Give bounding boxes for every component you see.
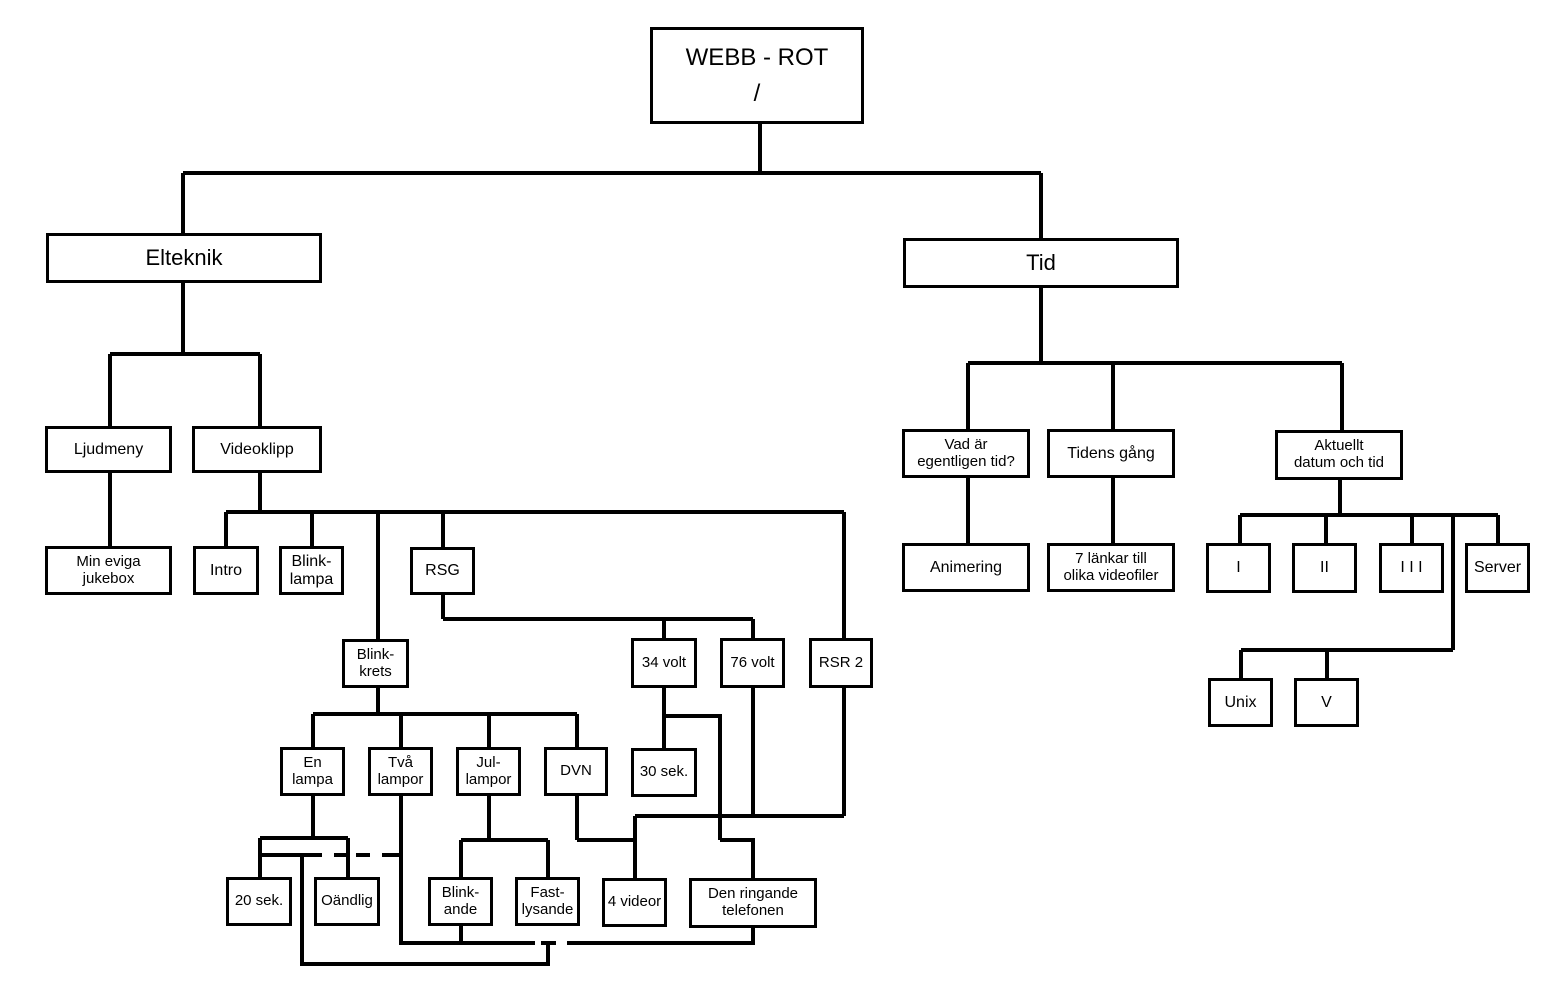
- node-fastlysande[interactable]: Fast- lysande: [515, 877, 580, 926]
- connector-tid: [966, 288, 1344, 430]
- node-blinkande[interactable]: Blink- ande: [428, 877, 493, 926]
- node-tva-lampor[interactable]: Två lampor: [368, 747, 433, 796]
- node-aktuellt-datum-och-tid[interactable]: Aktuellt datum och tid: [1275, 430, 1403, 480]
- node-tidens-gang[interactable]: Tidens gång: [1047, 429, 1175, 478]
- node-v[interactable]: V: [1294, 678, 1359, 727]
- node-iii[interactable]: I I I: [1379, 543, 1444, 593]
- node-animering[interactable]: Animering: [902, 543, 1030, 592]
- node-rsg[interactable]: RSG: [410, 547, 475, 595]
- node-unix[interactable]: Unix: [1208, 678, 1273, 727]
- connector-76volt-rsr2: [633, 688, 846, 878]
- node-intro[interactable]: Intro: [193, 546, 259, 595]
- node-rsr-2[interactable]: RSR 2: [809, 638, 873, 688]
- connector-aktuellt: [1238, 480, 1500, 678]
- node-34-volt[interactable]: 34 volt: [631, 638, 697, 688]
- node-webb-rot[interactable]: WEBB - ROT /: [650, 27, 864, 124]
- connector-jul-lampor: [459, 796, 550, 943]
- node-ljudmeny[interactable]: Ljudmeny: [45, 426, 172, 473]
- node-ii[interactable]: II: [1292, 543, 1357, 593]
- connector-blinkkrets: [311, 688, 579, 747]
- node-4-videor[interactable]: 4 videor: [602, 878, 667, 927]
- node-elteknik[interactable]: Elteknik: [46, 233, 322, 283]
- connector-rsg: [441, 595, 755, 638]
- node-oandlig[interactable]: Oändlig: [314, 877, 380, 926]
- connector-dvn: [575, 796, 635, 842]
- node-i[interactable]: I: [1206, 543, 1271, 593]
- node-jul-lampor[interactable]: Jul- lampor: [456, 747, 521, 796]
- node-tid[interactable]: Tid: [903, 238, 1179, 288]
- connector-videoklipp: [224, 473, 846, 639]
- connector-dashed: [260, 853, 550, 966]
- node-20-sek[interactable]: 20 sek.: [226, 877, 292, 926]
- node-blink-krets[interactable]: Blink- krets: [342, 639, 409, 688]
- node-min-eviga-jukebox[interactable]: Min eviga jukebox: [45, 546, 172, 595]
- connector-34volt: [662, 688, 755, 878]
- connector-en-lampa: [258, 796, 350, 877]
- node-den-ringande-telefonen[interactable]: Den ringande telefonen: [689, 878, 817, 928]
- node-7-lankar-till-olika-videofiler[interactable]: 7 länkar till olika videofiler: [1047, 543, 1175, 592]
- node-videoklipp[interactable]: Videoklipp: [192, 426, 322, 473]
- connector-elteknik: [108, 283, 262, 426]
- node-dvn[interactable]: DVN: [544, 747, 608, 796]
- node-vad-ar-egentligen-tid[interactable]: Vad är egentligen tid?: [902, 429, 1030, 478]
- node-76-volt[interactable]: 76 volt: [720, 638, 785, 688]
- node-30-sek[interactable]: 30 sek.: [631, 748, 697, 797]
- connector-tva-lampor: [399, 796, 755, 945]
- connector-root: [181, 124, 1043, 238]
- node-server[interactable]: Server: [1465, 543, 1530, 593]
- node-en-lampa[interactable]: En lampa: [280, 747, 345, 796]
- node-blink-lampa[interactable]: Blink- lampa: [279, 546, 344, 595]
